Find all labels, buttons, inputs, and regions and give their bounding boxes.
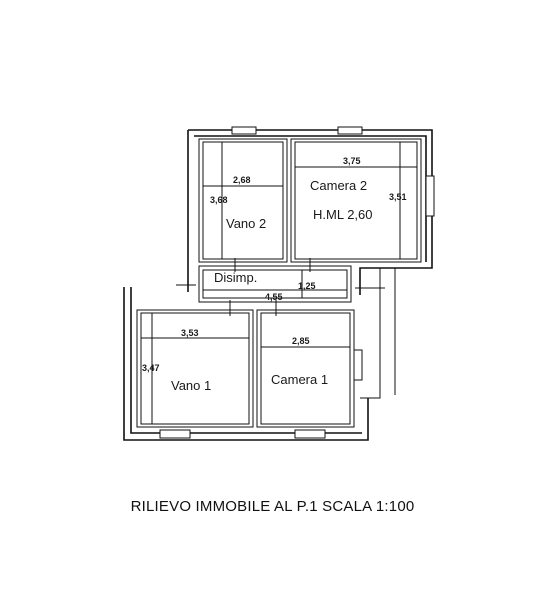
room-label-vano2: Vano 2 [226, 216, 266, 231]
dim-vano2-depth: 3,68 [210, 195, 228, 205]
dim-disimp-width: 1,25 [298, 281, 316, 291]
dim-camera2-width: 3,75 [343, 156, 361, 166]
windows [159, 126, 435, 439]
dim-disimp-length: 4,55 [265, 292, 283, 302]
room-labels: Vano 2 Camera 2 H.ML 2,60 Disimp. Vano 1… [171, 178, 373, 393]
room-height-camera2: H.ML 2,60 [313, 207, 373, 222]
outer-walls [123, 129, 433, 441]
dim-vano1-depth: 3,47 [142, 363, 160, 373]
room-label-disimpegno: Disimp. [214, 270, 257, 285]
dim-camera1-width: 2,85 [292, 336, 310, 346]
dim-camera2-depth: 3,51 [389, 192, 407, 202]
room-label-camera2: Camera 2 [310, 178, 367, 193]
dim-vano2-width: 2,68 [233, 175, 251, 185]
room-label-vano1: Vano 1 [171, 378, 211, 393]
dim-vano1-width: 3,53 [181, 328, 199, 338]
room-label-camera1: Camera 1 [271, 372, 328, 387]
door-openings [176, 258, 385, 316]
dimension-lines [140, 142, 418, 424]
plan-caption: RILIEVO IMMOBILE AL P.1 SCALA 1:100 [130, 498, 415, 515]
dimension-labels: 2,68 3,68 3,75 3,51 1,25 4,55 3,53 3,47 … [142, 156, 407, 373]
